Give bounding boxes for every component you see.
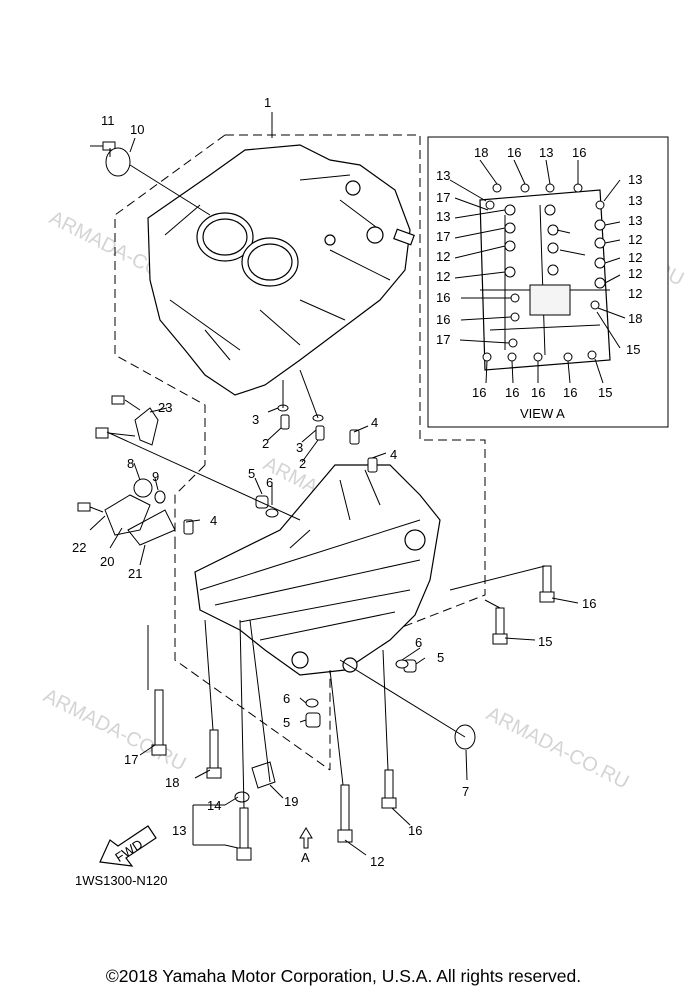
callout-12: 12 <box>628 286 642 301</box>
upper-crankcase <box>147 144 415 396</box>
callout-16: 16 <box>505 385 519 400</box>
callout-5: 5 <box>283 715 290 730</box>
callout-16: 16 <box>472 385 486 400</box>
view-a-arrow-icon <box>299 827 313 849</box>
callout-15: 15 <box>626 342 640 357</box>
callout-16-lower: 16 <box>408 823 422 838</box>
callout-3: 3 <box>296 440 303 455</box>
callout-9: 9 <box>152 469 159 484</box>
callout-5: 5 <box>437 650 444 665</box>
callout-20: 20 <box>100 554 114 569</box>
callout-6: 6 <box>266 475 273 490</box>
callout-18: 18 <box>474 145 488 160</box>
small-parts <box>77 141 555 861</box>
callout-13: 13 <box>436 209 450 224</box>
callout-14: 14 <box>207 798 221 813</box>
callout-13: 13 <box>628 172 642 187</box>
callout-4: 4 <box>210 513 217 528</box>
callout-15: 15 <box>598 385 612 400</box>
leader-lines <box>89 112 579 856</box>
callout-18: 18 <box>165 775 179 790</box>
view-a-arrow-label: A <box>301 850 310 865</box>
callout-4: 4 <box>390 447 397 462</box>
callout-12: 12 <box>436 269 450 284</box>
callout-13: 13 <box>539 145 553 160</box>
callout-12: 12 <box>628 232 642 247</box>
callout-22: 22 <box>72 540 86 555</box>
callout-7: 7 <box>462 784 469 799</box>
view-a-panel: 18 16 13 16 13 13 17 13 13 13 17 12 12 1… <box>427 136 669 428</box>
view-a-callout-labels: 18 16 13 16 13 13 17 13 13 13 17 12 12 1… <box>436 145 642 421</box>
view-a-leaders <box>449 159 626 384</box>
callout-6: 6 <box>415 635 422 650</box>
callout-16: 16 <box>572 145 586 160</box>
callout-23: 23 <box>158 400 172 415</box>
lower-crankcase <box>194 464 441 676</box>
callout-2: 2 <box>299 456 306 471</box>
callout-1: 1 <box>264 95 271 110</box>
callout-13: 13 <box>172 823 186 838</box>
callout-12: 12 <box>370 854 384 869</box>
copyright-notice: ©2018 Yamaha Motor Corporation, U.S.A. A… <box>105 966 582 986</box>
fwd-arrow-icon: FWD <box>99 825 157 867</box>
view-a-title: VIEW A <box>520 406 565 421</box>
callout-13: 13 <box>436 168 450 183</box>
callout-5: 5 <box>248 466 255 481</box>
callout-17: 17 <box>436 190 450 205</box>
callout-16: 16 <box>507 145 521 160</box>
callout-16: 16 <box>582 596 596 611</box>
callout-21: 21 <box>128 566 142 581</box>
callout-18: 18 <box>628 311 642 326</box>
callout-11: 11 <box>101 113 115 128</box>
callout-8: 8 <box>127 456 134 471</box>
callout-12: 12 <box>628 250 642 265</box>
watermark: ARMADA-CO.RU <box>40 685 190 776</box>
callout-15: 15 <box>538 634 552 649</box>
callout-10: 10 <box>130 122 144 137</box>
callout-labels: 1 11 10 3 2 3 2 4 4 4 5 6 6 5 6 5 7 8 9 … <box>72 95 596 888</box>
callout-3: 3 <box>252 412 259 427</box>
watermark: ARMADA-CO.RU <box>483 703 633 794</box>
callout-4: 4 <box>371 415 378 430</box>
callout-13: 13 <box>628 213 642 228</box>
callout-16: 16 <box>436 312 450 327</box>
callout-19: 19 <box>284 794 298 809</box>
callout-6: 6 <box>283 691 290 706</box>
view-a-bolt-holes <box>482 183 606 362</box>
callout-2: 2 <box>262 436 269 451</box>
callout-16: 16 <box>563 385 577 400</box>
drawing-code: 1WS1300-N120 <box>75 873 168 888</box>
callout-12: 12 <box>436 249 450 264</box>
callout-17: 17 <box>436 332 450 347</box>
callout-12: 12 <box>628 266 642 281</box>
callout-16: 16 <box>531 385 545 400</box>
callout-17: 17 <box>124 752 138 767</box>
callout-17: 17 <box>436 229 450 244</box>
callout-13: 13 <box>628 193 642 208</box>
callout-16: 16 <box>436 290 450 305</box>
